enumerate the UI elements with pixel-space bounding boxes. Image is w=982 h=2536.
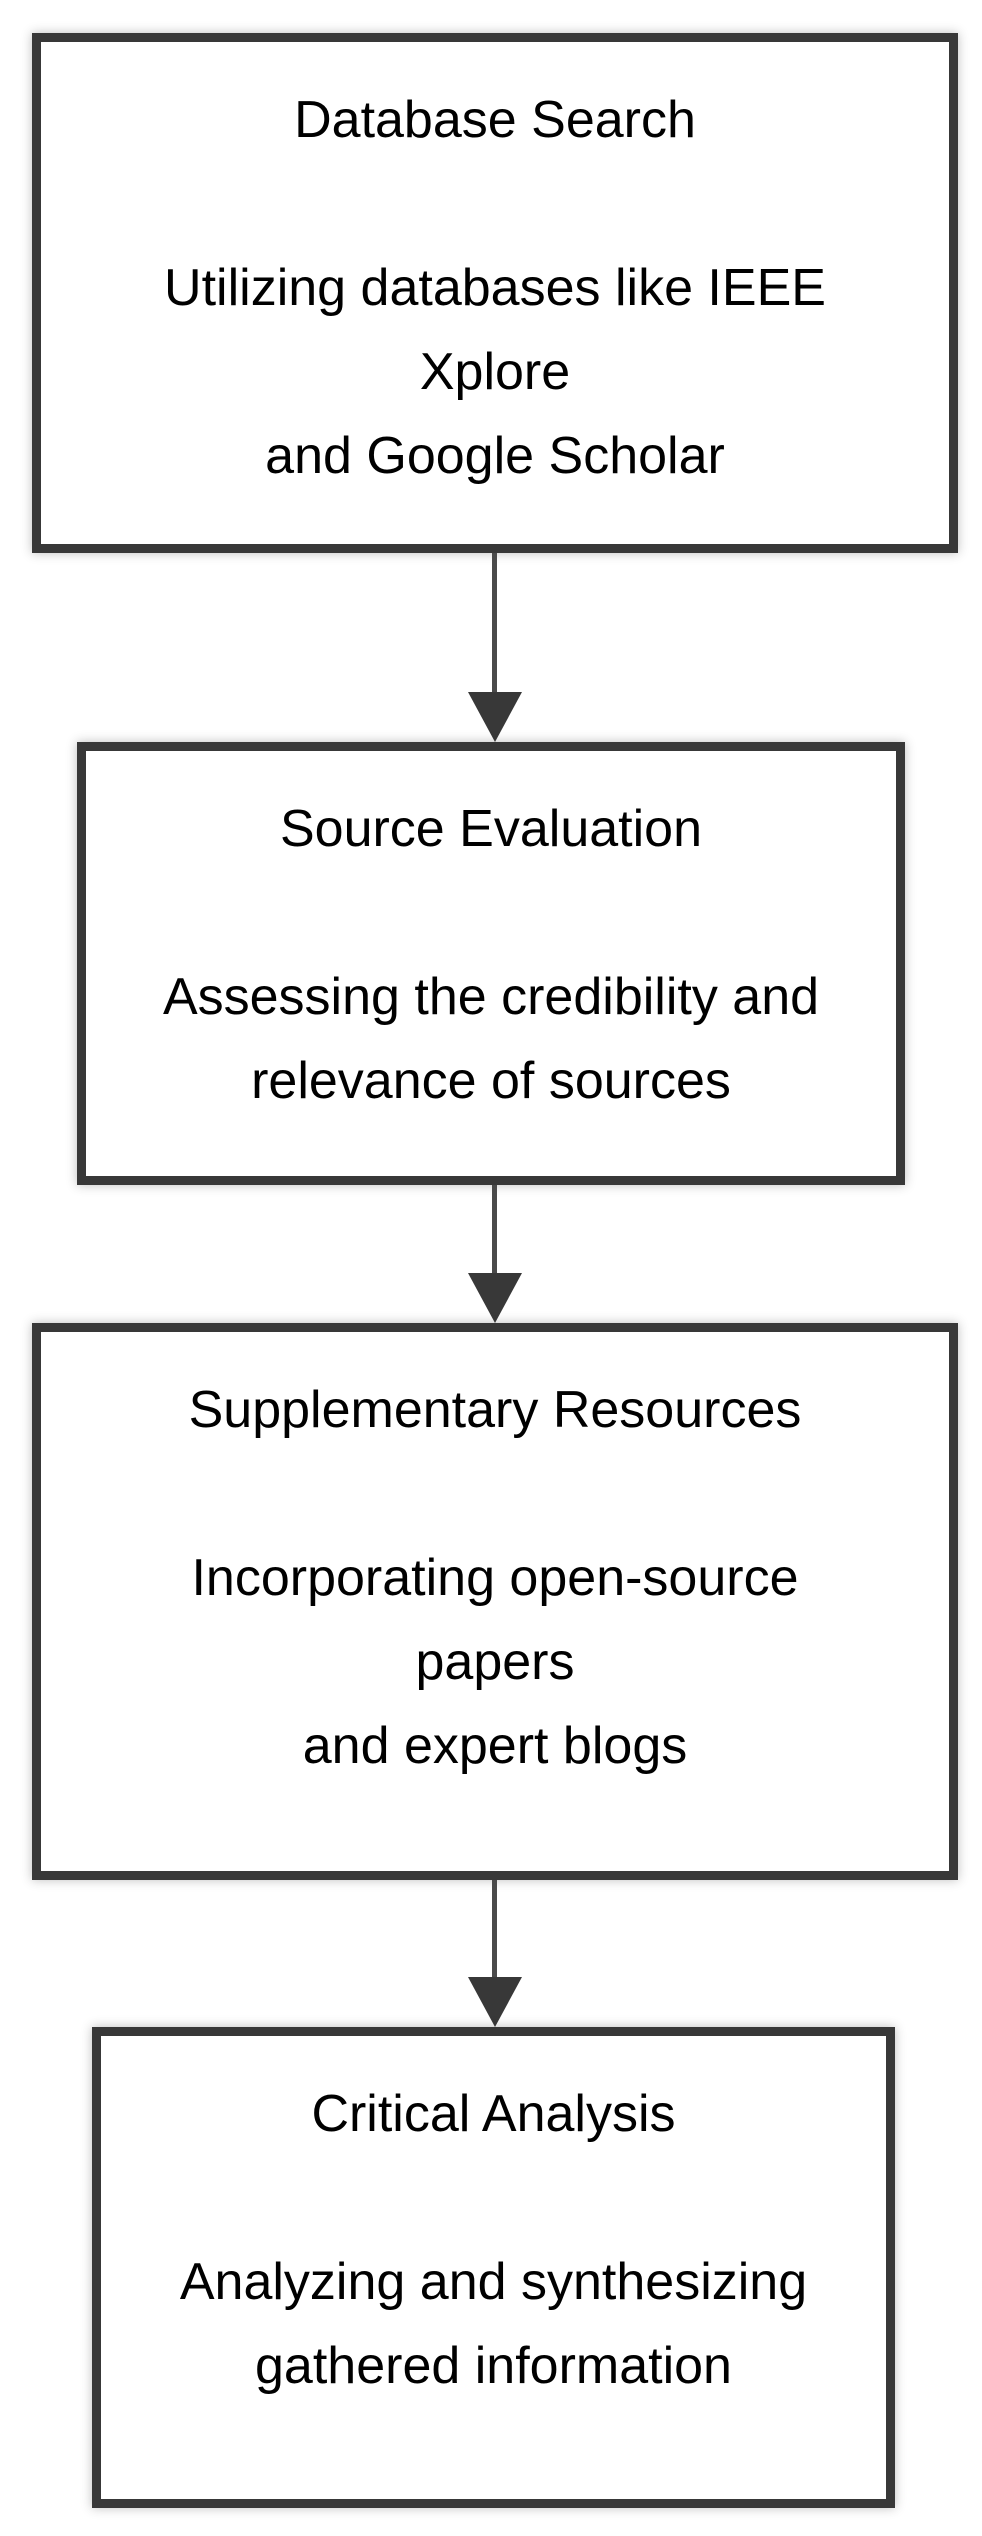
arrowhead-down-icon bbox=[468, 1977, 522, 2027]
node-body-line: papers bbox=[415, 1633, 575, 1691]
node-body-line: Xplore bbox=[419, 343, 571, 401]
flow-node-supplementary-resources: Supplementary Resources Incorporating op… bbox=[32, 1323, 958, 1880]
arrow-shaft bbox=[492, 1185, 497, 1275]
arrowhead-down-icon bbox=[468, 1273, 522, 1323]
arrow-shaft bbox=[492, 553, 497, 692]
node-body-line: and expert blogs bbox=[302, 1717, 688, 1775]
flow-node-source-evaluation: Source Evaluation Assessing the credibil… bbox=[77, 742, 905, 1185]
node-body-line: Incorporating open-source bbox=[191, 1549, 799, 1607]
node-title: Supplementary Resources bbox=[188, 1381, 802, 1439]
node-body-line: Utilizing databases like IEEE bbox=[164, 259, 826, 317]
node-body-line: and Google Scholar bbox=[265, 427, 725, 485]
node-body-line: relevance of sources bbox=[251, 1052, 731, 1110]
node-body-line: Assessing the credibility and bbox=[162, 968, 820, 1026]
node-title: Critical Analysis bbox=[311, 2085, 676, 2143]
arrow-shaft bbox=[492, 1880, 497, 1979]
node-title: Source Evaluation bbox=[279, 800, 703, 858]
flow-node-critical-analysis: Critical Analysis Analyzing and synthesi… bbox=[92, 2027, 895, 2508]
node-title: Database Search bbox=[294, 91, 696, 149]
flow-node-database-search: Database Search Utilizing databases like… bbox=[32, 33, 958, 553]
arrowhead-down-icon bbox=[468, 692, 522, 742]
node-body-line: gathered information bbox=[255, 2337, 732, 2395]
node-body-line: Analyzing and synthesizing bbox=[179, 2253, 808, 2311]
